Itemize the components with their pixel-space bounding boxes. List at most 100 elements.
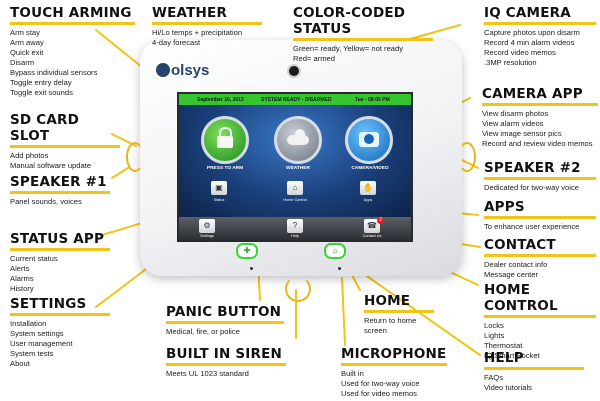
- callout-underline: [166, 363, 286, 366]
- callout-list: Current status Alerts Alarms History: [10, 254, 110, 294]
- brand-logo: olsys: [156, 62, 209, 79]
- leader-microphone: [341, 277, 346, 346]
- home-control-button[interactable]: ⌂: [287, 181, 303, 195]
- list-item: Lights: [484, 331, 505, 340]
- callout-list: Medical, fire, or police: [166, 327, 284, 337]
- callout-speaker-1: SPEAKER #1 Panel sounds, voices: [10, 174, 110, 207]
- list-item: System tests: [10, 349, 54, 358]
- bottom-bar: ⚙ ? ☎ 2 Settings Help Contact Us: [179, 217, 411, 240]
- home-hardware-button[interactable]: ⌂: [324, 243, 346, 259]
- list-item: Alerts: [10, 264, 30, 273]
- list-item: FAQs: [484, 373, 503, 382]
- panic-hardware-button[interactable]: ✚: [236, 243, 258, 259]
- list-item: Dealer contact info: [484, 260, 548, 269]
- list-item: IQ Smart Socket: [484, 351, 540, 360]
- list-item: Record and review video memos: [482, 139, 593, 148]
- list-item: Built in: [341, 369, 364, 378]
- list-item: System settings: [10, 329, 64, 338]
- list-item: Toggle entry delay: [10, 78, 72, 87]
- status-icon: ▣: [215, 183, 223, 192]
- list-item: Thermostat: [484, 341, 523, 350]
- list-item: Meets UL 1023 standard: [166, 369, 249, 378]
- list-item: Green= ready, Yellow= not ready: [293, 44, 404, 53]
- callout-list: Capture photos upon disarm Record 4 min …: [484, 28, 596, 68]
- callout-list: Hi/Lo temps + precipitation 4-day foreca…: [152, 28, 262, 48]
- list-item: Video tutorials: [484, 383, 532, 392]
- list-item: Bypass individual sensors: [10, 68, 98, 77]
- callout-list: To enhance user experience: [484, 222, 596, 232]
- status-date: September 16, 2013: [197, 97, 244, 103]
- lock-shackle-icon: [219, 127, 232, 139]
- callout-title: HOME CONTROL: [484, 282, 558, 314]
- callout-underline: [484, 216, 596, 219]
- apps-label: Apps: [363, 198, 373, 202]
- callout-underline: [10, 248, 110, 251]
- callout-title: BUILT IN SIREN: [166, 346, 283, 362]
- list-item: View image sensor pics: [482, 129, 562, 138]
- callout-built-in-siren: BUILT IN SIREN Meets UL 1023 standard: [166, 346, 286, 379]
- question-icon: ?: [292, 221, 298, 230]
- status-bar: September 16, 2013 SYSTEM READY - DISARM…: [179, 94, 411, 105]
- touch-screen: September 16, 2013 SYSTEM READY - DISARM…: [177, 92, 413, 242]
- camera-video-button[interactable]: [345, 116, 393, 164]
- callout-list: Arm stay Arm away Quick exit Disarm Bypa…: [10, 28, 135, 98]
- callout-title: SD CARD SLOT: [10, 112, 79, 144]
- callout-title: SPEAKER #1: [10, 174, 107, 190]
- callout-list: Dedicated for two-way voice: [484, 183, 596, 193]
- callout-iq-camera: IQ CAMERA Capture photos upon disarm Rec…: [484, 5, 596, 68]
- list-item: Record video memos: [484, 48, 556, 57]
- apps-button[interactable]: ✋: [360, 181, 376, 195]
- callout-title: APPS: [484, 199, 525, 215]
- callout-help: HELP FAQs Video tutorials: [484, 350, 584, 393]
- list-item: Hi/Lo temps + precipitation: [152, 28, 243, 37]
- left-microphone-hole: [250, 267, 253, 270]
- list-item: View disarm photos: [482, 109, 549, 118]
- callout-microphone: MICROPHONE Built in Used for two-way voi…: [341, 346, 447, 399]
- camera-video-label: CAMERA/VIDEO: [351, 166, 389, 171]
- home-control-label: Home Control: [283, 198, 307, 202]
- speaker-1-grille: [126, 142, 144, 172]
- callout-underline: [341, 363, 447, 366]
- list-item: Record 4 min alarm videos: [484, 38, 575, 47]
- leader-speaker-1: [111, 167, 129, 179]
- list-item: Toggle exit sounds: [10, 88, 73, 97]
- list-item: View alarm videos: [482, 119, 544, 128]
- list-item: Manual software update: [10, 161, 92, 170]
- list-item: screen: [364, 326, 387, 335]
- callout-underline: [484, 254, 596, 257]
- microphone-hole: [338, 267, 341, 270]
- settings-label: Settings: [200, 234, 214, 238]
- status-app-button[interactable]: ▣: [211, 181, 227, 195]
- front-camera: [289, 66, 299, 76]
- list-item: Used for video memos: [341, 389, 417, 398]
- callout-sd-card-slot: SD CARD SLOT Add photos Manual software …: [10, 112, 120, 171]
- callout-underline: [10, 313, 110, 316]
- callout-underline: [152, 22, 262, 25]
- callout-title: SPEAKER #2: [484, 160, 581, 176]
- contact-message-badge: 2: [377, 217, 384, 224]
- callout-contact: CONTACT Dealer contact info Message cent…: [484, 237, 596, 280]
- contact-button[interactable]: ☎: [364, 219, 380, 233]
- press-to-arm-label: PRESS TO ARM: [206, 166, 244, 171]
- callout-underline: [293, 38, 433, 41]
- callout-color-coded-status: COLOR-CODED STATUS Green= ready, Yellow=…: [293, 5, 433, 64]
- weather-button[interactable]: [274, 116, 322, 164]
- press-to-arm-button[interactable]: [201, 116, 249, 164]
- speaker-2-grille: [458, 142, 476, 172]
- callout-touch-arming: TOUCH ARMING Arm stay Arm away Quick exi…: [10, 5, 135, 98]
- list-item: Current status: [10, 254, 58, 263]
- help-button[interactable]: ?: [287, 219, 303, 233]
- callout-underline: [10, 191, 110, 194]
- list-item: Panel sounds, voices: [10, 197, 82, 206]
- status-text: SYSTEM READY - DISARMED: [261, 97, 332, 103]
- settings-button[interactable]: ⚙: [199, 219, 215, 233]
- list-item: Disarm: [10, 58, 35, 67]
- house-icon: ⌂: [292, 183, 298, 192]
- callout-weather: WEATHER Hi/Lo temps + precipitation 4-da…: [152, 5, 262, 48]
- list-item: About: [10, 359, 30, 368]
- callout-apps: APPS To enhance user experience: [484, 199, 596, 232]
- callout-title: PANIC BUTTON: [166, 304, 282, 320]
- list-item: Locks: [484, 321, 504, 330]
- list-item: Installation: [10, 319, 47, 328]
- callout-home-control: HOME CONTROL Locks Lights Thermostat IQ …: [484, 282, 596, 361]
